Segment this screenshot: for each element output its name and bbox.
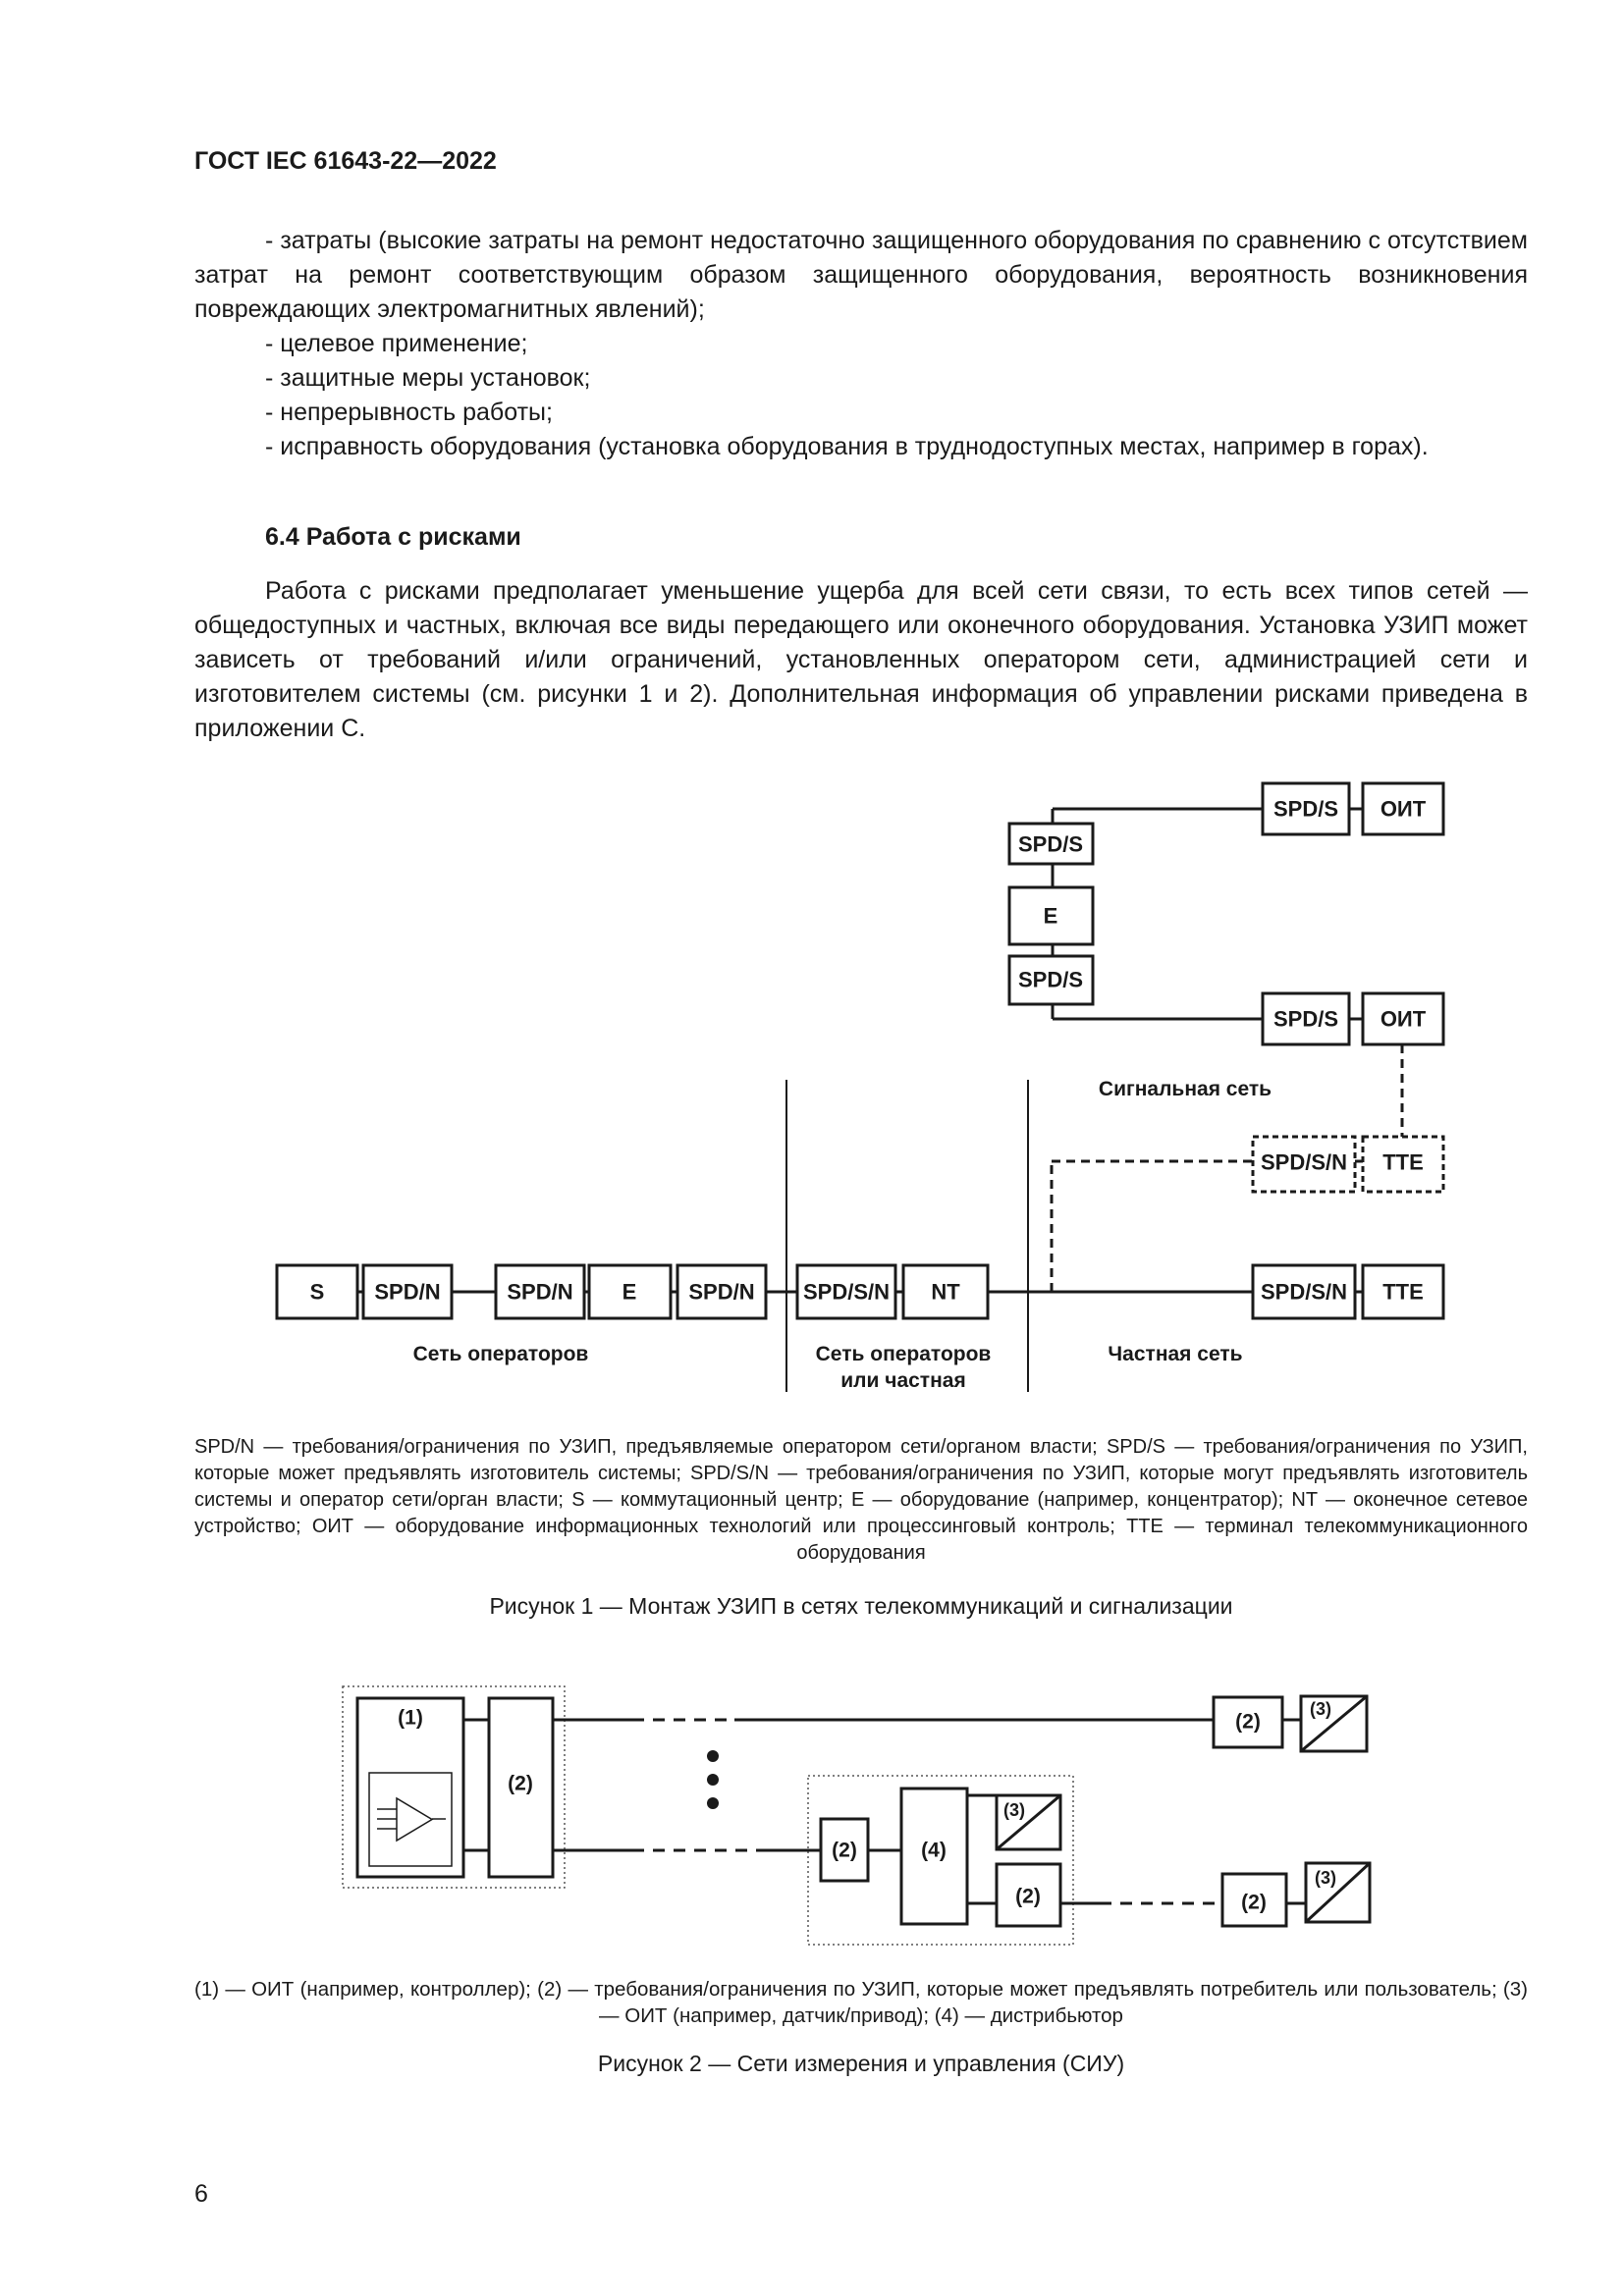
oit-box	[1361, 781, 1445, 836]
spd-s-box	[1261, 991, 1351, 1046]
spd-s-n-box	[1251, 1263, 1357, 1320]
block-label: SPD/S/N	[1261, 1150, 1347, 1175]
label-sensor: (3)	[1003, 1800, 1025, 1820]
zone-label-operators: Сеть операторов	[413, 1343, 589, 1365]
block-label: SPD/N	[688, 1280, 754, 1305]
list-item: - исправность оборудования (установка об…	[265, 433, 1429, 460]
sensor-diagonal-icon	[1300, 1694, 1368, 1753]
figure-1-caption: Рисунок 1 — Монтаж УЗИП в сетях телекомм…	[489, 1593, 1233, 1619]
risk-factors-list: - затраты (высокие затраты на ремонт нед…	[194, 224, 1528, 464]
list-item: - целевое применение;	[265, 330, 528, 357]
distributor-group-frame	[807, 1775, 1074, 1946]
tte-box-dashed	[1361, 1135, 1445, 1194]
spd-s-n-box	[795, 1263, 897, 1320]
block-label: E	[623, 1280, 637, 1305]
equipment-box	[1007, 885, 1095, 946]
list-item: - непрерывность работы;	[265, 399, 553, 426]
block-label: TTE	[1382, 1280, 1424, 1305]
label-spd: (2)	[1241, 1892, 1267, 1914]
label-sensor: (3)	[1315, 1868, 1336, 1888]
block-label: SPD/S	[1273, 797, 1338, 822]
label-spd: (2)	[832, 1840, 857, 1862]
switching-center-box	[275, 1263, 359, 1320]
section-body: Работа с рисками предполагает уменьшение…	[194, 574, 1528, 746]
label-spd: (2)	[508, 1773, 533, 1795]
block-label: E	[1044, 904, 1058, 929]
spd-s-box	[1007, 954, 1095, 1006]
figure-2-diagram: (1) (2) (2) (3) (2) (4) (3) (2) (2) (3)	[342, 1685, 1372, 1946]
list-item: - затраты (высокие затраты на ремонт нед…	[194, 227, 1528, 323]
block-label: SPD/S	[1018, 832, 1083, 857]
ellipsis-dot	[707, 1750, 719, 1762]
zone-label-signal: Сигнальная сеть	[1099, 1078, 1272, 1100]
spd-n-box	[494, 1263, 586, 1320]
block-label: NT	[931, 1280, 960, 1305]
block-label: ОИТ	[1380, 797, 1427, 822]
zone-label-operators-or-private: или частная	[840, 1369, 965, 1392]
block-label: SPD/N	[374, 1280, 440, 1305]
block-label: SPD/S/N	[803, 1280, 890, 1305]
block-label: SPD/S	[1273, 1007, 1338, 1032]
page-number: 6	[194, 2180, 208, 2208]
block-label: TTE	[1382, 1150, 1424, 1175]
label-controller: (1)	[398, 1707, 423, 1730]
zone-label-operators-or-private: Сеть операторов	[816, 1343, 992, 1365]
spd-box	[1220, 1872, 1288, 1928]
ellipsis-dot	[707, 1797, 719, 1809]
block-label: S	[310, 1280, 325, 1305]
list-item: - защитные меры установок;	[265, 364, 591, 392]
spd-box	[995, 1862, 1062, 1928]
block-label: ОИТ	[1380, 1007, 1427, 1032]
block-label: SPD/N	[507, 1280, 572, 1305]
spd-s-box	[1007, 822, 1095, 866]
label-distributor: (4)	[921, 1840, 947, 1862]
tte-box	[1361, 1263, 1445, 1320]
distributor-box	[899, 1787, 969, 1926]
spd-n-box	[676, 1263, 768, 1320]
section-title: 6.4 Работа с рисками	[265, 523, 521, 551]
figure-2-caption: Рисунок 2 — Сети измерения и управления …	[597, 2051, 1125, 2076]
spd-n-box	[361, 1263, 454, 1320]
sensor-diagonal-icon	[1304, 1861, 1372, 1924]
spd-box	[1212, 1695, 1284, 1749]
nt-box	[901, 1263, 990, 1320]
spd-box	[487, 1696, 555, 1879]
figure-1-diagram: S SPD/N SPD/N E SPD/N SPD/S/N NT SPD/S/N…	[275, 781, 1445, 1392]
amplifier-icon	[377, 1796, 446, 1842]
label-spd: (2)	[1015, 1886, 1041, 1908]
block-label: SPD/S/N	[1261, 1280, 1347, 1305]
block-label: SPD/S	[1018, 968, 1083, 992]
oit-box	[1361, 991, 1445, 1046]
figure-2-legend: (1) — ОИТ (например, контроллер); (2) — …	[194, 1978, 1528, 2027]
ellipsis-dot	[707, 1774, 719, 1786]
label-sensor: (3)	[1310, 1699, 1331, 1719]
spd-s-box	[1261, 781, 1351, 836]
spd-box	[819, 1817, 870, 1883]
section-paragraph: Работа с рисками предполагает уменьшение…	[194, 577, 1528, 742]
sensor-diagonal-icon	[996, 1793, 1061, 1851]
figure-1-legend: SPD/N — требования/ограничения по УЗИП, …	[194, 1436, 1528, 1564]
document-header: ГОСТ IEC 61643-22—2022	[194, 147, 497, 175]
spd-s-n-box-dashed	[1251, 1135, 1357, 1194]
zone-label-private: Частная сеть	[1108, 1343, 1242, 1365]
equipment-box	[587, 1263, 673, 1320]
label-spd: (2)	[1235, 1711, 1261, 1734]
